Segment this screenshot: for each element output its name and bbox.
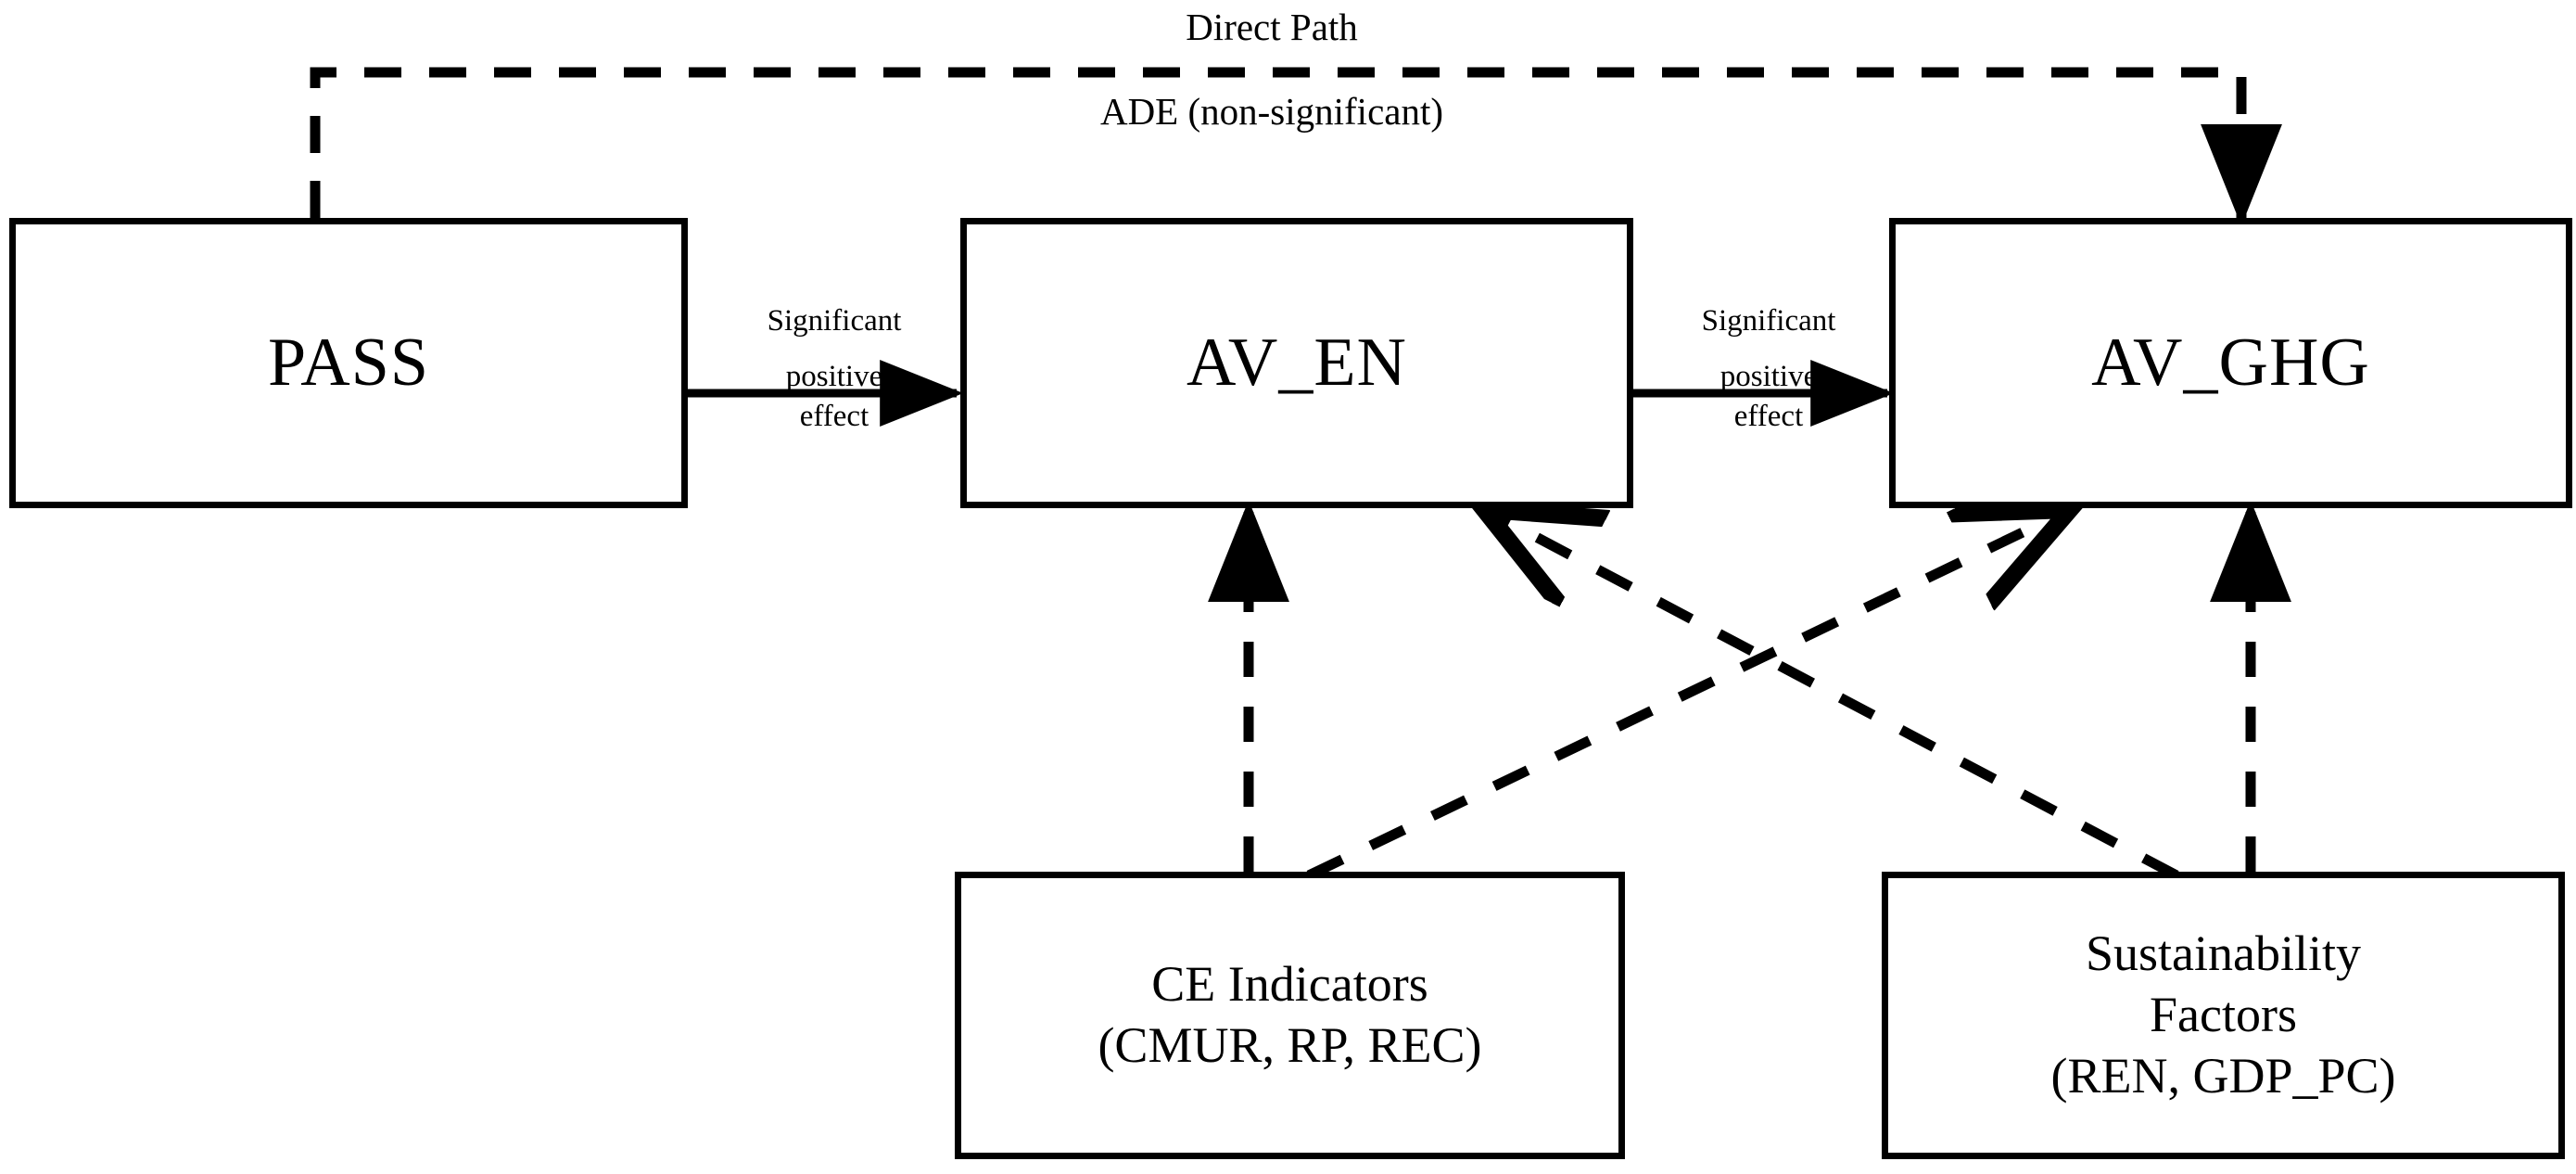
node-sustainability-line3: (REN, GDP_PC): [2050, 1047, 2396, 1104]
node-ce-indicators[interactable]: CE Indicators (CMUR, RP, REC): [955, 872, 1625, 1159]
edge-label-aven-to-avghg-line2: positive: [1719, 359, 1818, 393]
node-pass-label: PASS: [267, 325, 430, 402]
node-ce-indicators-line1: CE Indicators: [1151, 956, 1428, 1013]
edge-label-aven-to-avghg-line3: effect: [1733, 400, 1804, 434]
direct-path-label: Direct Path: [994, 5, 1550, 50]
node-sustainability-factors[interactable]: Sustainability Factors (REN, GDP_PC): [1882, 872, 2565, 1159]
direct-path-text: Direct Path: [1186, 6, 1358, 48]
node-av-en-label: AV_EN: [1186, 325, 1407, 402]
ade-text: ADE (non-significant): [1099, 90, 1444, 133]
edge-label-aven-to-avghg-line1: Significant: [1701, 304, 1836, 338]
edge-label-pass-to-aven-line3: effect: [799, 400, 869, 434]
node-av-ghg[interactable]: AV_GHG: [1889, 218, 2572, 508]
edge-sustainability-to-aven: [1489, 512, 2179, 880]
edge-label-pass-to-aven-line1: Significant: [767, 304, 902, 338]
edge-label-pass-to-aven: Significant positive effect: [704, 301, 964, 438]
node-pass[interactable]: PASS: [9, 218, 688, 508]
node-ce-indicators-line2: (CMUR, RP, REC): [1098, 1017, 1482, 1073]
node-av-en[interactable]: AV_EN: [960, 218, 1633, 508]
node-sustainability-line1: Sustainability: [2086, 925, 2361, 982]
edge-label-pass-to-aven-line2: positive: [785, 359, 883, 393]
ade-label: ADE (non-significant): [938, 89, 1605, 134]
node-av-ghg-label: AV_GHG: [2091, 325, 2370, 402]
edge-label-aven-to-avghg: Significant positive effect: [1648, 301, 1889, 438]
edge-ce-to-avghg: [1306, 512, 2065, 880]
node-sustainability-line2: Factors: [2150, 987, 2297, 1043]
